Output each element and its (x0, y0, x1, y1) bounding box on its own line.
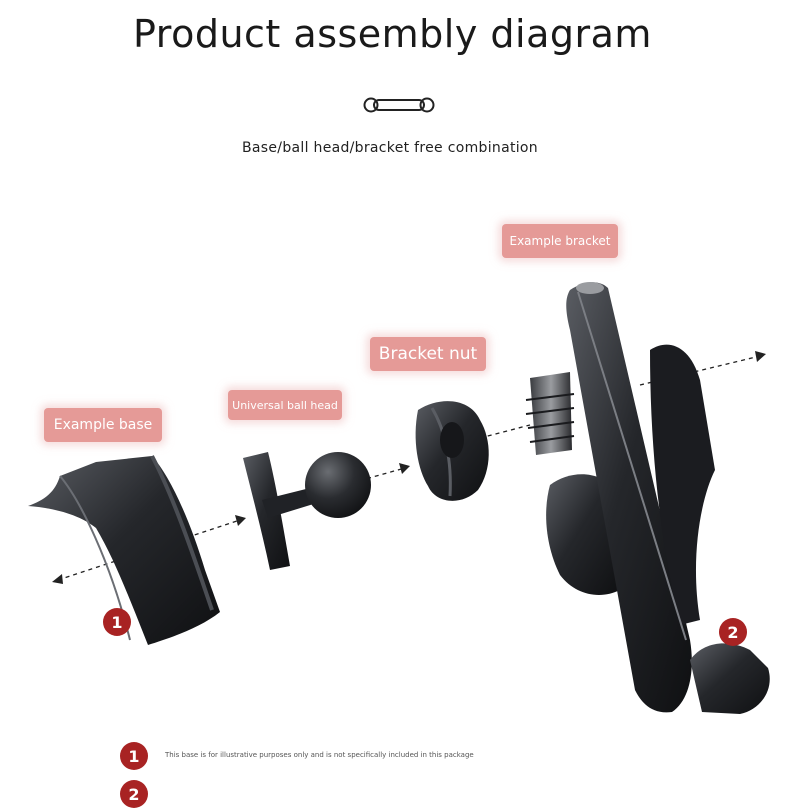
example-base-part (28, 455, 220, 645)
footnote-text-1: This base is for illustrative purposes o… (165, 751, 474, 759)
label-universal-ball-head: Universal ball head (228, 390, 342, 420)
arrow-head-icon (399, 463, 410, 474)
badge-part-1: 1 (103, 608, 131, 636)
label-example-bracket: Example bracket (502, 224, 618, 258)
arrow-head-icon (235, 515, 246, 526)
page-title: Product assembly diagram (133, 12, 652, 56)
badge-part-2: 2 (719, 618, 747, 646)
arrow-head-icon (52, 574, 63, 584)
label-bracket-nut: Bracket nut (370, 337, 486, 371)
label-example-base: Example base (44, 408, 162, 442)
subtitle: Base/ball head/bracket free combination (242, 140, 538, 156)
footnote-badge-1: 1 (120, 742, 148, 770)
footnote-badge-2: 2 (120, 780, 148, 808)
link-icon (363, 97, 435, 113)
bracket-nut-part (415, 401, 489, 501)
ball-head-part (243, 452, 371, 570)
example-bracket-part (525, 282, 770, 714)
arrow-head-icon (755, 351, 766, 362)
